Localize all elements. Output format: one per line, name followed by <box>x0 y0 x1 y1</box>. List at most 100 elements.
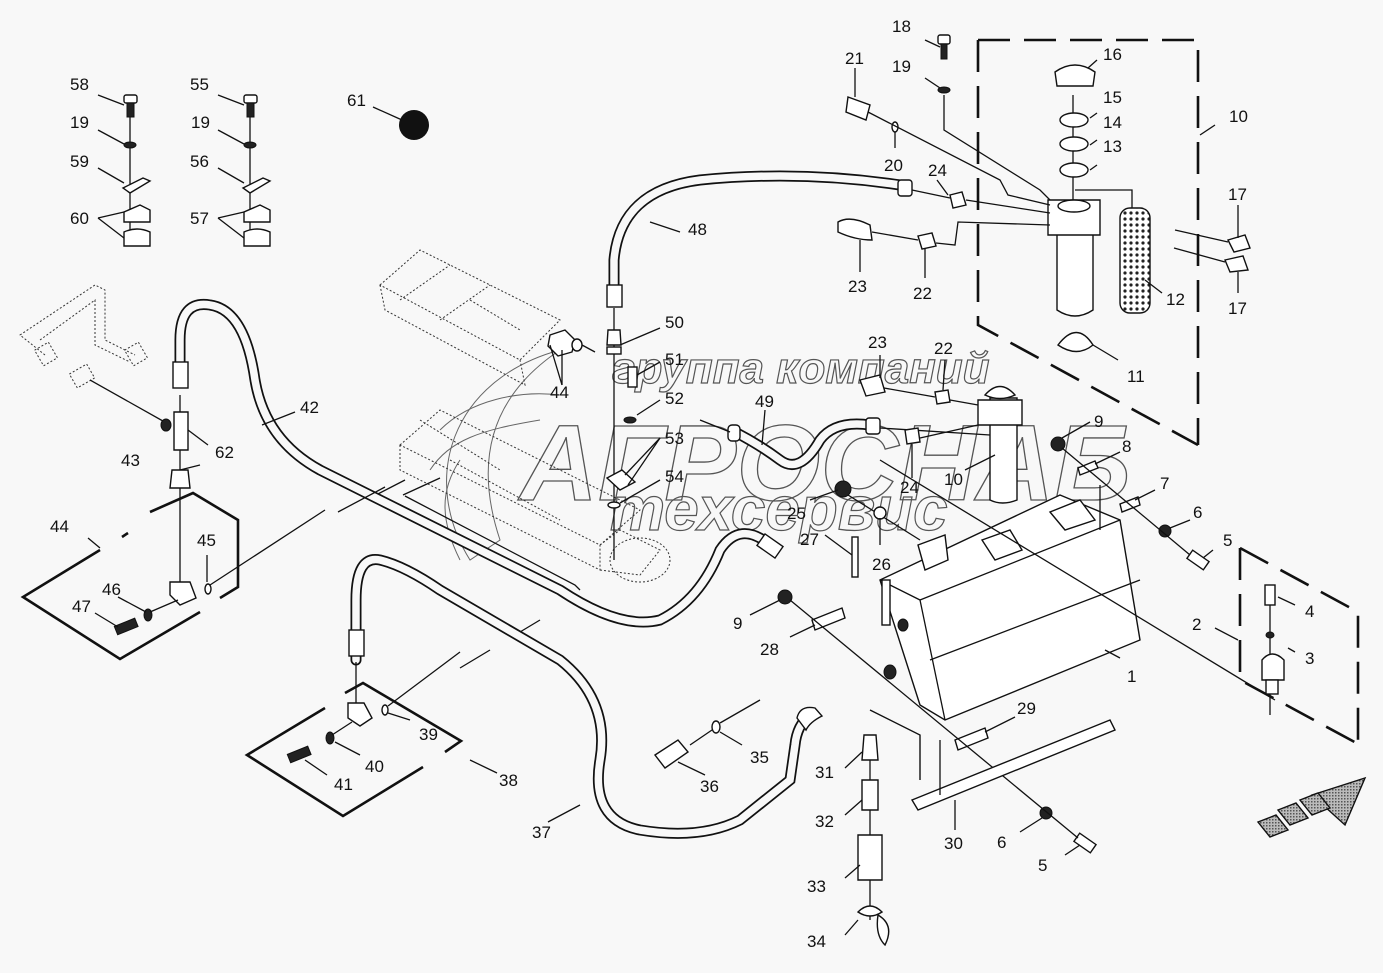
hose-48-fitting-bottom-icon <box>606 284 623 308</box>
callout-19a: 19 <box>892 57 911 76</box>
elbow-44b-port-icon <box>571 338 583 352</box>
tank-flange-2-icon <box>1048 499 1097 531</box>
callout-12: 12 <box>1166 290 1185 309</box>
washer-6b-icon <box>1039 806 1053 820</box>
elbow-44-icon <box>169 581 197 606</box>
breather-stem-icon <box>1265 679 1279 695</box>
callout-47: 47 <box>72 597 91 616</box>
filler-cap-16-icon <box>1054 64 1096 87</box>
clamp-57-upper-icon <box>243 204 271 223</box>
callout-31: 31 <box>815 763 834 782</box>
callout-46: 46 <box>102 580 121 599</box>
callout-22b: 22 <box>934 339 953 358</box>
breather-cap-icon <box>1261 653 1285 681</box>
bolt-41-icon <box>286 745 312 764</box>
drain-assembly <box>856 709 921 947</box>
filter-assembly-10 <box>976 38 1251 447</box>
bolt-18-icon <box>937 34 951 45</box>
washer-46-icon <box>143 608 153 622</box>
callout-36: 36 <box>700 777 719 796</box>
adapter-24b-icon <box>904 427 921 445</box>
bolt-5a-icon <box>1185 549 1211 571</box>
tee-62-port-icon <box>160 418 172 432</box>
callout-43: 43 <box>121 451 140 470</box>
nut-43-icon <box>169 469 191 489</box>
oring-35-icon <box>711 720 721 734</box>
hose-48 <box>606 170 913 308</box>
washer-19b-icon <box>243 141 257 149</box>
adapter-31-icon <box>861 734 879 761</box>
elbow-23b-icon <box>859 374 886 397</box>
callout-19b: 19 <box>70 113 89 132</box>
filter-small-view <box>859 374 1023 504</box>
elbow-44b-icon <box>547 329 576 357</box>
callout-22a: 22 <box>913 284 932 303</box>
callout-26: 26 <box>872 555 891 574</box>
adapter-22-icon <box>917 232 937 250</box>
callout-54: 54 <box>665 467 684 486</box>
bolt-58-shank-icon <box>126 102 135 118</box>
dipstick-27-icon <box>851 536 859 578</box>
plug-61-icon <box>399 110 429 140</box>
callout-21: 21 <box>845 49 864 68</box>
breather-assembly-2 <box>1238 546 1361 747</box>
nut-32-icon <box>861 779 879 811</box>
callout-24a: 24 <box>928 161 947 180</box>
screw-4-icon <box>1264 584 1276 606</box>
callout-15: 15 <box>1103 88 1122 107</box>
callout-14: 14 <box>1103 113 1122 132</box>
callout-51: 51 <box>665 350 684 369</box>
callout-19c: 19 <box>191 113 210 132</box>
callout-35: 35 <box>750 748 769 767</box>
strip-30-icon <box>910 719 1116 811</box>
callout-4: 4 <box>1305 602 1314 621</box>
callout-34: 34 <box>807 932 826 951</box>
bolt-58-icon <box>123 94 138 104</box>
adapter-24-icon <box>949 191 967 209</box>
quick-coupler-33-icon <box>857 834 883 881</box>
pump-motor-assembly <box>379 249 671 583</box>
clamp-57-lower-icon <box>243 228 271 247</box>
hose-42 <box>172 298 785 628</box>
callout-55: 55 <box>190 75 209 94</box>
frame-44 <box>20 491 240 661</box>
fitting-column-50-54 <box>547 308 638 560</box>
callout-44b: 44 <box>550 383 569 402</box>
callout-13: 13 <box>1103 137 1122 156</box>
callout-42: 42 <box>300 398 319 417</box>
callout-17a: 17 <box>1228 185 1247 204</box>
reference-pipe <box>19 284 149 389</box>
callout-5b: 5 <box>1038 856 1047 875</box>
nut-25-icon <box>834 480 852 498</box>
callout-52: 52 <box>665 389 684 408</box>
callout-16: 16 <box>1103 45 1122 64</box>
mount-hardware-right <box>777 436 1276 854</box>
watermark-line3: техсервис <box>610 475 948 544</box>
callout-61: 61 <box>347 91 366 110</box>
hose-37-fitting-icon <box>348 629 365 657</box>
callout-44a: 44 <box>50 517 69 536</box>
bolt-47-icon <box>113 617 139 636</box>
tank-port-icon <box>917 534 949 571</box>
leader-lines <box>87 39 1296 936</box>
callout-7: 7 <box>1160 474 1169 493</box>
hydraulic-tank-1 <box>879 494 1141 721</box>
hose-42-end-fitting-icon <box>755 532 785 560</box>
oring-45-icon <box>204 583 212 595</box>
filter-neck-icon <box>1057 199 1091 213</box>
callout-9b: 9 <box>733 614 742 633</box>
clamp-set-right <box>241 94 272 247</box>
callout-11: 11 <box>1127 367 1145 386</box>
callout-45: 45 <box>197 531 216 550</box>
tank-plug-icon <box>897 618 909 632</box>
callout-5a: 5 <box>1223 531 1232 550</box>
callout-49: 49 <box>755 392 774 411</box>
washer-6a-icon <box>1158 524 1172 538</box>
strainer-14-icon <box>1059 136 1089 152</box>
callout-2: 2 <box>1192 615 1201 634</box>
callout-53: 53 <box>665 429 684 448</box>
sight-gauge-icon <box>881 579 891 626</box>
sensor-and-fittings-top <box>837 34 1051 250</box>
tee-assembly-left <box>89 379 326 636</box>
suction-fitting <box>653 699 761 769</box>
